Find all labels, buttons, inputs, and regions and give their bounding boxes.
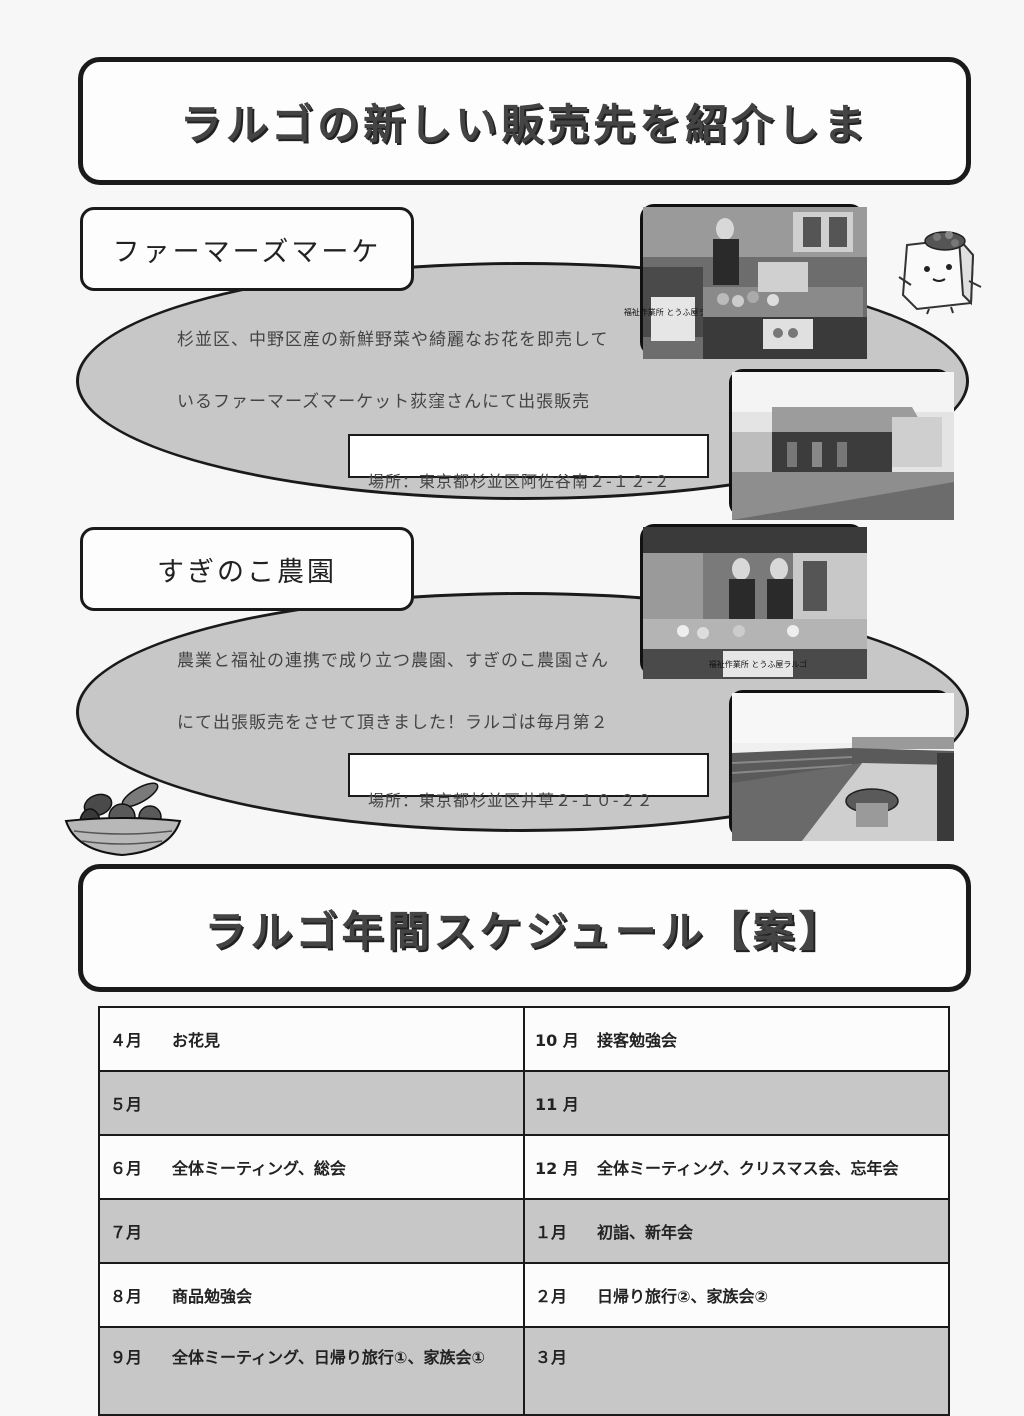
month-label: ９月 — [110, 1348, 143, 1367]
month-label: ８月 — [110, 1287, 143, 1306]
annual-schedule-table: ４月 お花見 10 月接客勉強会 ５月 11 月 ６月 全体ミーティング、総会 12… — [98, 1006, 950, 1416]
schedule-cell: 11 月 — [523, 1070, 950, 1136]
month-label: 12 月 — [535, 1159, 579, 1178]
schedule-cell: ２月 日帰り旅行②、家族会② — [523, 1262, 950, 1328]
schedule-cell: 12 月全体ミーティング、クリスマス会、忘年会 — [523, 1134, 950, 1200]
month-label: ７月 — [110, 1223, 143, 1242]
section-title-box: ラルゴの新しい販売先を紹介しま — [78, 57, 971, 185]
stall2-sign-text: 福祉作業所 とうふ屋ラルゴ — [709, 659, 807, 669]
schedule-cell: ４月 お花見 — [98, 1006, 525, 1072]
tofu-mascot-illustration — [893, 225, 985, 315]
month-label: １月 — [535, 1223, 568, 1242]
shop2-description-line1: 農業と福祉の連携で成り立つ農園、すぎのこ農園さん — [177, 651, 609, 671]
month-label: 10 月 — [535, 1031, 579, 1050]
farmers-market-building-photo — [729, 369, 954, 520]
event-label: 商品勉強会 — [172, 1287, 253, 1306]
event-label: 全体ミーティング、クリスマス会、忘年会 — [597, 1159, 899, 1178]
stall1-sign-text: 福祉作業所 とうふ屋ラルゴ — [624, 307, 722, 317]
schedule-cell: １月 初詣、新年会 — [523, 1198, 950, 1264]
shop2-address-box: 場所：東京都杉並区井草２-１０-２２ — [348, 753, 709, 810]
shop1-description-line2: いるファーマーズマーケット荻窪さんにて出張販売 — [177, 392, 591, 412]
schedule-title: ラルゴ年間スケジュール【案】 — [204, 906, 845, 956]
suginoko-farm-stall-photo: 福祉作業所 とうふ屋ラルゴ — [640, 524, 867, 679]
schedule-cell: ８月 商品勉強会 — [98, 1262, 525, 1328]
suginoko-farm-field-photo — [729, 690, 954, 841]
schedule-row: ４月 お花見 10 月接客勉強会 — [98, 1006, 950, 1072]
schedule-row: ９月 全体ミーティング、日帰り旅行①、家族会① ３月 — [98, 1326, 950, 1416]
shop2-description-line2: にて出張販売をさせて頂きました！ラルゴは毎月第２ — [177, 713, 609, 733]
section-title: ラルゴの新しい販売先を紹介しま — [179, 99, 870, 149]
schedule-row: ７月 １月 初詣、新年会 — [98, 1198, 950, 1264]
shop1-description-line1: 杉並区、中野区産の新鮮野菜や綺麗なお花を即売して — [177, 330, 609, 350]
shop1-name: ファーマーズマーケ — [112, 236, 382, 268]
event-label: 全体ミーティング、日帰り旅行①、家族会① — [172, 1348, 486, 1367]
schedule-cell: 10 月接客勉強会 — [523, 1006, 950, 1072]
shop1-address-box: 場所：東京都杉並区阿佐谷南２-１２-２ — [348, 434, 709, 491]
schedule-row: ８月 商品勉強会 ２月 日帰り旅行②、家族会② — [98, 1262, 950, 1328]
schedule-row: ５月 11 月 — [98, 1070, 950, 1136]
farmers-market-stall-photo: 福祉作業所 とうふ屋ラルゴ — [624, 204, 867, 359]
shop2-name-box: すぎのこ農園 — [80, 527, 414, 611]
schedule-cell: ５月 — [98, 1070, 525, 1136]
month-label: ３月 — [535, 1348, 568, 1367]
vegetable-basket-illustration — [62, 777, 184, 859]
month-label: ５月 — [110, 1095, 143, 1114]
schedule-cell: ９月 全体ミーティング、日帰り旅行①、家族会① — [98, 1326, 525, 1416]
shop2-address: 場所：東京都杉並区井草２-１０-２２ — [368, 791, 654, 810]
month-label: 11 月 — [535, 1095, 579, 1114]
event-label: 全体ミーティング、総会 — [172, 1159, 346, 1178]
shop1-name-box: ファーマーズマーケ — [80, 207, 414, 291]
schedule-row: ６月 全体ミーティング、総会 12 月全体ミーティング、クリスマス会、忘年会 — [98, 1134, 950, 1200]
shop2-name: すぎのこ農園 — [157, 556, 337, 588]
schedule-cell: ３月 — [523, 1326, 950, 1416]
schedule-cell: ７月 — [98, 1198, 525, 1264]
event-label: 初詣、新年会 — [597, 1223, 694, 1242]
month-label: ４月 — [110, 1031, 143, 1050]
event-label: 日帰り旅行②、家族会② — [597, 1287, 769, 1306]
shop1-address: 場所：東京都杉並区阿佐谷南２-１２-２ — [368, 472, 671, 491]
schedule-cell: ６月 全体ミーティング、総会 — [98, 1134, 525, 1200]
month-label: ６月 — [110, 1159, 143, 1178]
event-label: お花見 — [172, 1031, 221, 1050]
event-label: 接客勉強会 — [597, 1031, 678, 1050]
month-label: ２月 — [535, 1287, 568, 1306]
schedule-title-box: ラルゴ年間スケジュール【案】 — [78, 864, 971, 992]
